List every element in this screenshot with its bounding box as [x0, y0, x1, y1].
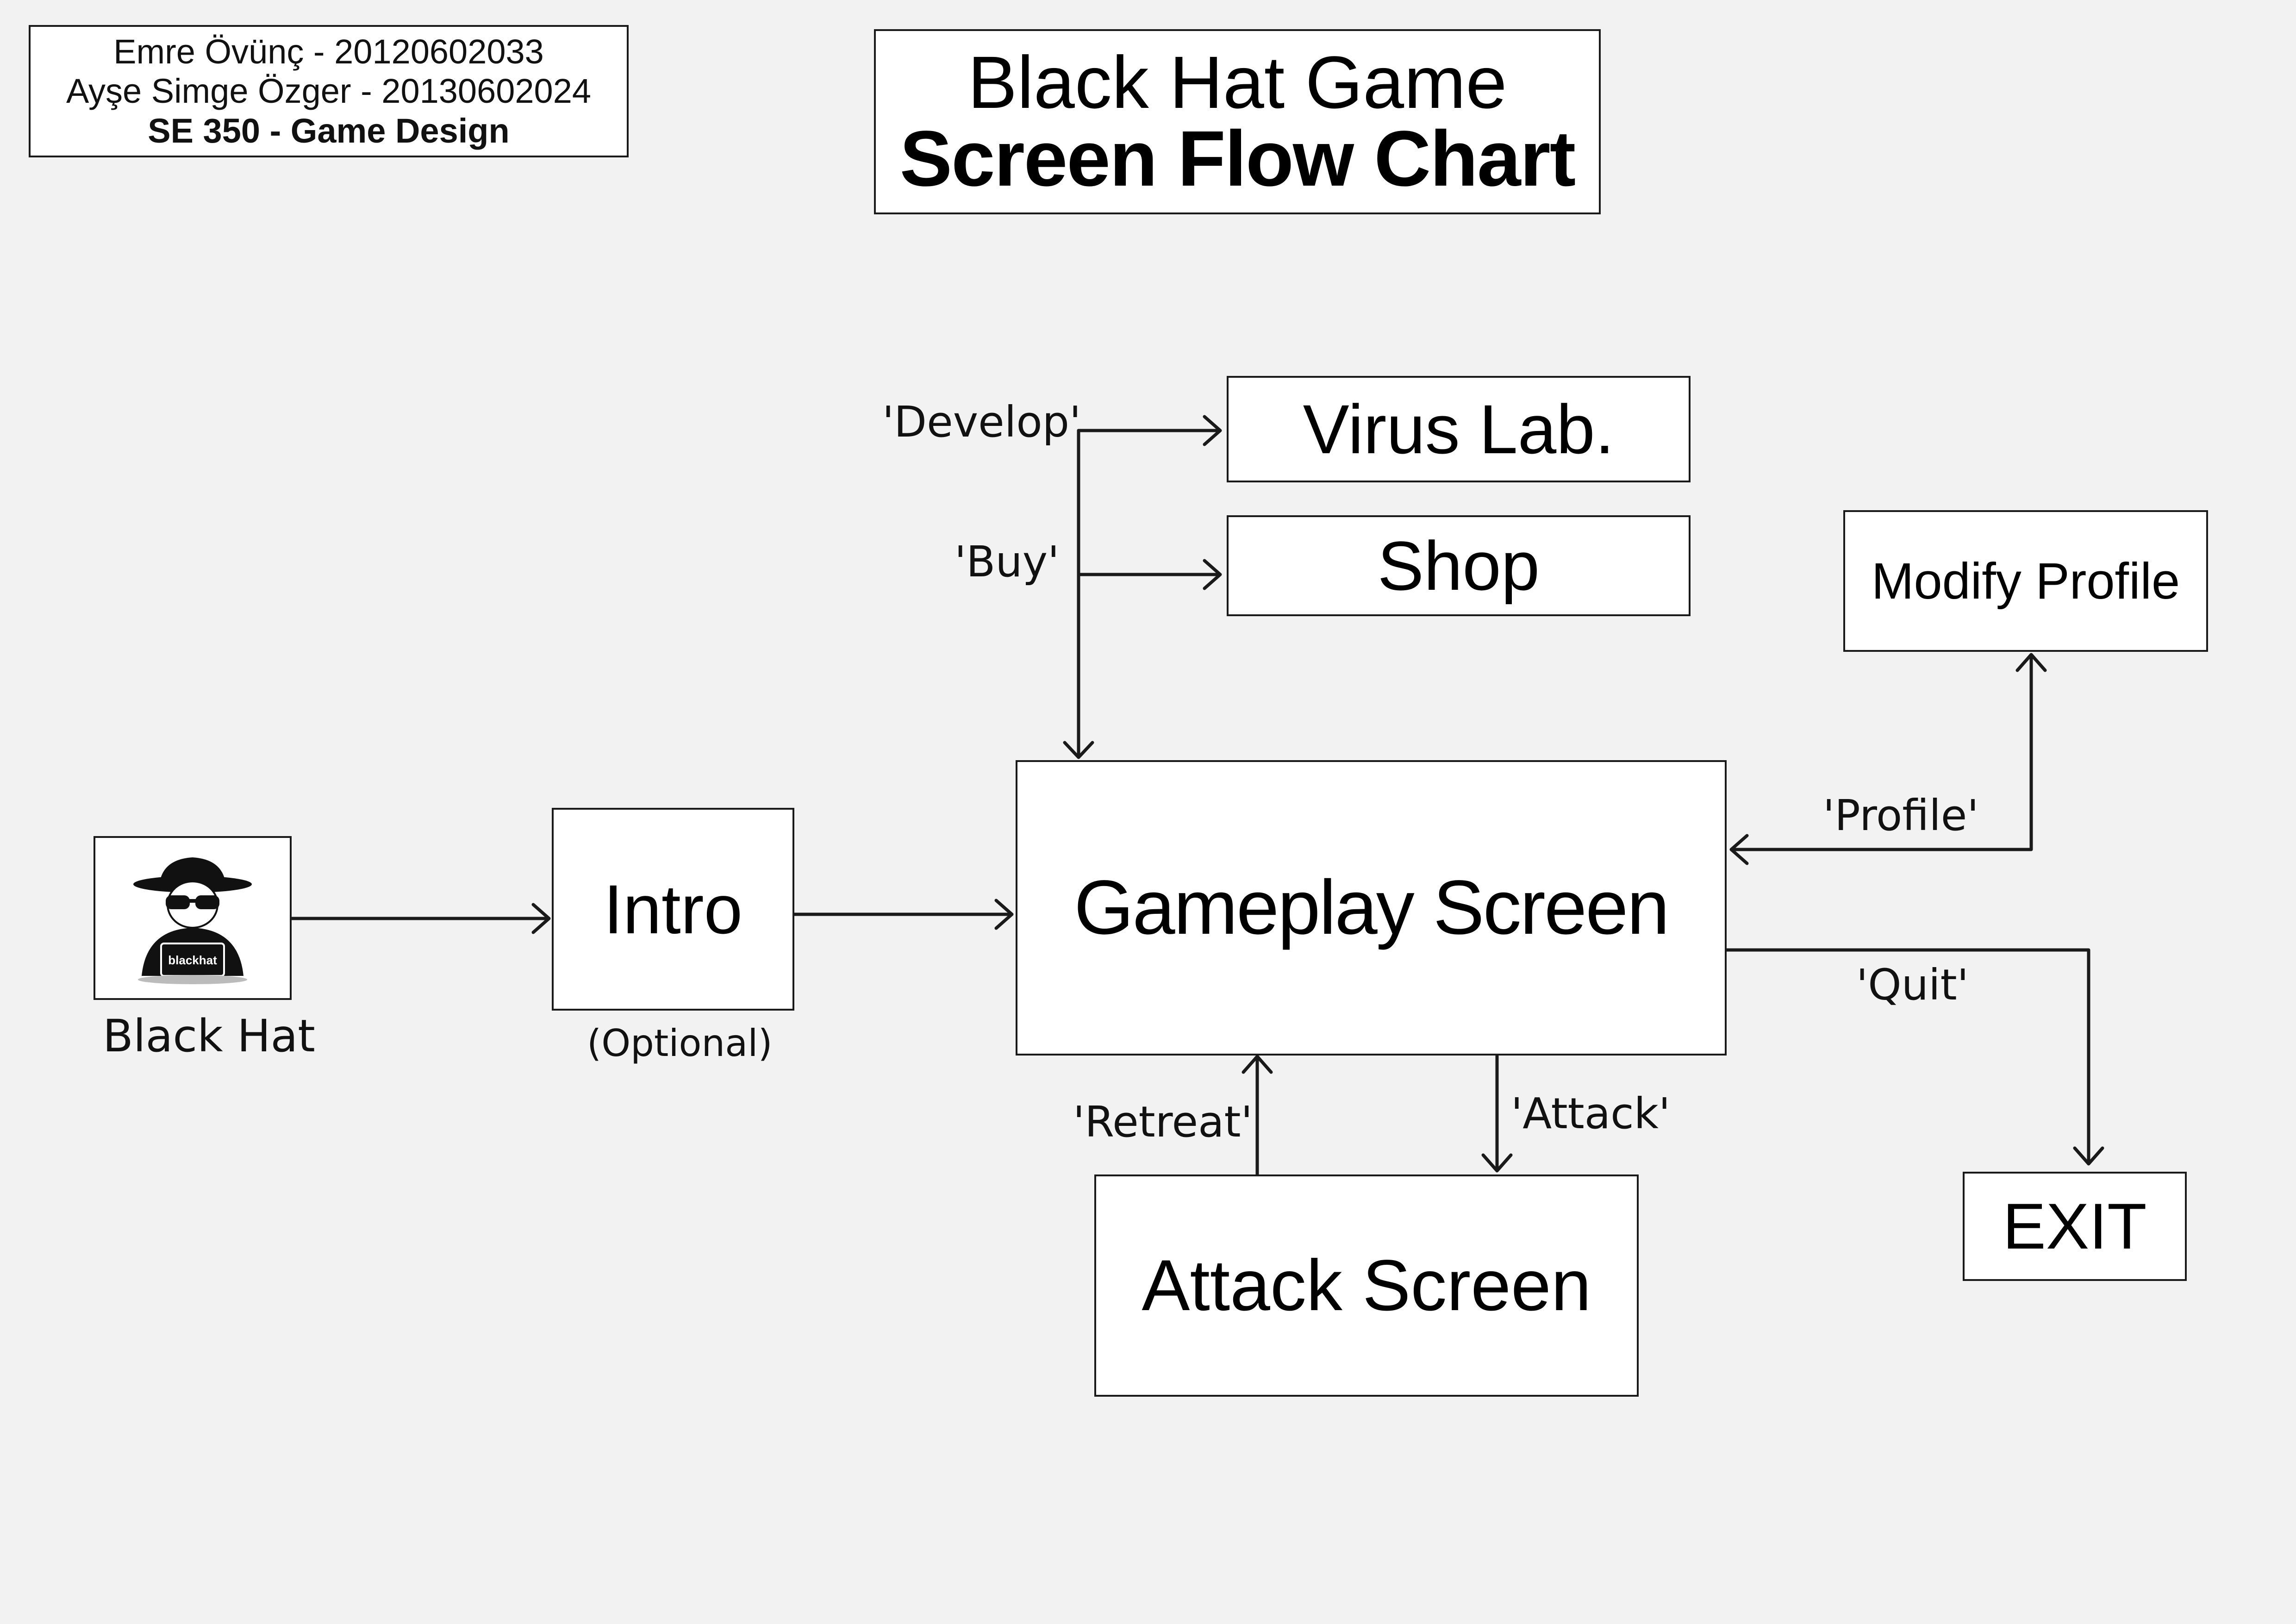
gameplay-screen-node: Gameplay Screen [1016, 760, 1727, 1056]
arrowhead-viruslab [1203, 415, 1222, 446]
attack-screen-label: Attack Screen [1142, 1245, 1591, 1326]
arrowhead-gameplay-bottom [1242, 1055, 1273, 1074]
modify-profile-node: Modify Profile [1843, 510, 2208, 652]
author-line-2: Ayşe Simge Özger - 20130602024 [66, 72, 592, 111]
title-line-1: Black Hat Game [967, 41, 1507, 124]
edge-label-develop: 'Develop' [882, 397, 1081, 447]
arrowhead-attack-screen [1481, 1153, 1513, 1173]
arrowhead-shop [1203, 559, 1222, 590]
intro-optional-note: (Optional) [587, 1022, 773, 1065]
edge-label-buy: 'Buy' [955, 537, 1060, 587]
edge-label-attack: 'Attack' [1511, 1089, 1671, 1138]
author-line-1: Emre Övünç - 20120602033 [113, 32, 544, 71]
attack-screen-node: Attack Screen [1094, 1174, 1639, 1397]
logo-text: blackhat [168, 953, 217, 967]
hacker-logo-icon: blackhat [133, 857, 252, 984]
arrowhead-exit [2073, 1146, 2104, 1166]
authors-box: Emre Övünç - 20120602033 Ayşe Simge Özge… [29, 25, 629, 157]
black-hat-logo-node: blackhat [94, 836, 292, 1000]
edge-label-quit: 'Quit' [1856, 960, 1969, 1010]
edge-label-profile: 'Profile' [1823, 791, 1979, 840]
shop-label: Shop [1377, 526, 1540, 605]
arrowhead-gameplay-left [994, 899, 1014, 930]
edge-label-retreat: 'Retreat' [1073, 1097, 1253, 1147]
arrowhead-modify-profile [2015, 653, 2047, 672]
intro-node: Intro [552, 808, 794, 1011]
exit-label: EXIT [2003, 1190, 2147, 1262]
arrow-quit-to-exit [1725, 948, 2090, 1164]
arrowhead-gameplay-right [1729, 834, 1749, 865]
shop-node: Shop [1227, 515, 1691, 616]
intro-label: Intro [603, 870, 743, 948]
arrowhead-gameplay-top [1063, 741, 1094, 759]
title-line-2: Screen Flow Chart [899, 115, 1576, 203]
title-box: Black Hat Game Screen Flow Chart [874, 29, 1601, 214]
arrowhead-intro [531, 903, 551, 934]
modify-profile-label: Modify Profile [1871, 552, 2180, 610]
virus-lab-node: Virus Lab. [1227, 376, 1691, 482]
black-hat-caption: Black Hat [103, 1010, 315, 1062]
course-line: SE 350 - Game Design [148, 111, 510, 150]
virus-lab-label: Virus Lab. [1303, 390, 1615, 468]
arrow-profile-loop [1731, 655, 2033, 851]
gameplay-label: Gameplay Screen [1074, 865, 1670, 950]
exit-node: EXIT [1963, 1172, 2187, 1281]
